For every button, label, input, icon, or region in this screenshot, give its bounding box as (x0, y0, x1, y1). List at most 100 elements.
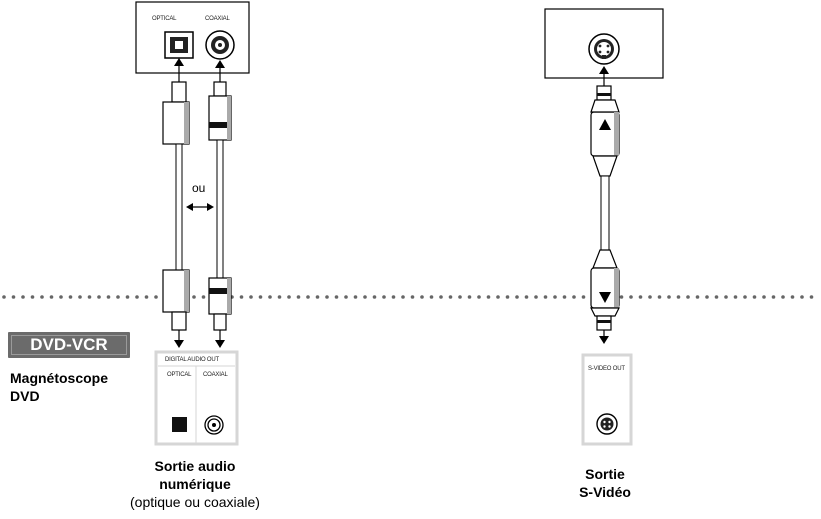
separator-dot (572, 295, 576, 299)
separator-dot (420, 295, 424, 299)
separator-dot (496, 295, 500, 299)
separator-dot (543, 295, 548, 299)
separator-dot (477, 295, 481, 299)
separator-dot (249, 295, 253, 299)
digital-audio-out-title: DIGITAL AUDIO OUT (165, 357, 219, 363)
separator-dot (714, 295, 719, 299)
separator-dot (87, 295, 92, 299)
separator-dot (705, 295, 709, 299)
separator-dot (363, 295, 367, 299)
svideo-input-jack-icon (588, 33, 620, 65)
separator-dot (486, 295, 491, 299)
separator-dot (467, 295, 472, 299)
separator-dot (439, 295, 443, 299)
separator-dot (68, 295, 73, 299)
separator-dot (201, 295, 206, 299)
separator-dot (30, 295, 35, 299)
separator-dot (391, 295, 396, 299)
separator-dot (21, 295, 25, 299)
separator-dot (401, 295, 405, 299)
audio-output-caption: Sortie audio numérique (optique ou coaxi… (120, 457, 270, 511)
optical-cable (162, 58, 190, 348)
separator-dot (116, 295, 120, 299)
separator-dot (458, 295, 462, 299)
separator-dot (809, 295, 814, 299)
coaxial-output-jack-icon (204, 415, 224, 435)
separator-dot (97, 295, 101, 299)
separator-dot (638, 295, 643, 299)
dvd-svideo-out-panel (581, 353, 633, 446)
svideo-caption-line1: Sortie (585, 466, 625, 482)
separator-dot (790, 295, 795, 299)
separator-dot (78, 295, 82, 299)
device-name: Magnétoscope DVD (10, 369, 108, 405)
separator-dot (334, 295, 339, 299)
dvd-digital-audio-out-panel (154, 350, 239, 446)
separator-dot (686, 295, 690, 299)
separator-dot (49, 295, 54, 299)
tv-coaxial-label: COAXIAL (205, 16, 230, 22)
coaxial-cable (208, 60, 232, 348)
separator-dot (59, 295, 63, 299)
separator-dot (619, 295, 624, 299)
device-badge: DVD-VCR (8, 332, 130, 358)
separator-dot (800, 295, 804, 299)
audio-caption-line2: numérique (159, 476, 231, 492)
separator-dot (524, 295, 529, 299)
separator-dot (562, 295, 567, 299)
separator-dot (448, 295, 453, 299)
either-or-double-arrow-icon (186, 203, 214, 211)
separator-dot (648, 295, 652, 299)
separator-dot (771, 295, 776, 299)
separator-dot (629, 295, 633, 299)
separator-dot (676, 295, 681, 299)
separator-dot (534, 295, 538, 299)
separator-dot (135, 295, 139, 299)
svideo-output-caption: Sortie S-Vidéo (555, 465, 655, 501)
device-name-line1: Magnétoscope (10, 370, 109, 386)
device-badge-text: DVD-VCR (30, 335, 108, 354)
separator-dot (154, 295, 158, 299)
audio-caption-line3: (optique ou coaxiale) (130, 494, 260, 510)
separator-dot (581, 295, 586, 299)
separator-dot (125, 295, 130, 299)
separator-dot (515, 295, 519, 299)
separator-dot (192, 295, 196, 299)
svideo-caption-line2: S-Vidéo (579, 484, 631, 500)
separator-dot (144, 295, 149, 299)
separator-dot (657, 295, 662, 299)
separator-dot (258, 295, 263, 299)
audio-out-optical-label: OPTICAL (167, 372, 192, 378)
svideo-cable (590, 66, 620, 344)
separator-dot (239, 295, 244, 299)
separator-dot (315, 295, 320, 299)
audio-out-coaxial-label: COAXIAL (203, 372, 228, 378)
svideo-out-title: S-VIDEO OUT (588, 366, 625, 372)
separator-dot (325, 295, 329, 299)
separator-dotted-line (2, 295, 814, 299)
separator-dot (296, 295, 301, 299)
tv-optical-label: OPTICAL (152, 16, 177, 22)
separator-dot (277, 295, 282, 299)
separator-dot (11, 295, 16, 299)
separator-dot (268, 295, 272, 299)
separator-dot (410, 295, 415, 299)
either-or-label: ou (192, 181, 206, 195)
separator-dot (2, 295, 6, 299)
separator-dot (287, 295, 291, 299)
svideo-output-jack-icon (596, 413, 618, 435)
separator-dot (40, 295, 44, 299)
separator-dot (667, 295, 671, 299)
tv-audio-input-panel (135, 1, 250, 74)
separator-dot (724, 295, 728, 299)
separator-dot (743, 295, 747, 299)
separator-dot (752, 295, 757, 299)
optical-input-jack-icon (164, 31, 194, 59)
separator-dot (695, 295, 700, 299)
separator-dot (781, 295, 785, 299)
separator-dot (505, 295, 510, 299)
separator-dot (306, 295, 310, 299)
separator-dot (372, 295, 377, 299)
